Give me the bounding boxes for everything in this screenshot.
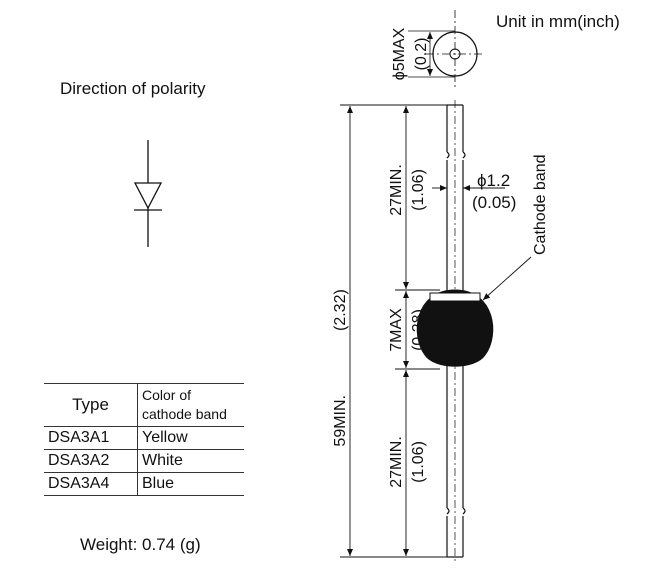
table-row: DSA3A4 Blue xyxy=(44,472,244,496)
table-header-color: Color of cathode band xyxy=(137,383,244,427)
body-length-inch-label: (0.28) xyxy=(410,309,427,351)
type-color-table: Type Color of cathode band DSA3A1 Yellow… xyxy=(44,383,244,496)
total-length-inch-label: (2.32) xyxy=(332,289,349,331)
diode-polarity-symbol xyxy=(133,140,163,247)
unit-note: Unit in mm(inch) xyxy=(496,12,620,31)
table-header-color-line2: cathode band xyxy=(142,406,227,422)
table-row: DSA3A2 White xyxy=(44,449,244,473)
cathode-band-label: Cathode band xyxy=(532,154,549,255)
body-dia-label: ϕ5MAX xyxy=(391,27,408,80)
table-header-type: Type xyxy=(44,383,138,427)
segment-length-dims xyxy=(395,106,440,556)
table-cell-color: White xyxy=(137,449,244,473)
bottom-lead-length-inch-label: (1.06) xyxy=(410,441,427,483)
diode-body xyxy=(416,289,494,367)
end-view xyxy=(408,10,484,88)
table-cell-type: DSA3A2 xyxy=(44,449,138,473)
top-lead-length-label: 27MIN. xyxy=(388,164,405,216)
lead-dia-label: ϕ1.2 xyxy=(477,171,510,190)
weight-note: Weight: 0.74 (g) xyxy=(80,535,201,554)
lead-wires xyxy=(446,100,466,562)
table-cell-type: DSA3A1 xyxy=(44,426,138,450)
table-cell-color: Yellow xyxy=(137,426,244,450)
top-lead-length-inch-label: (1.06) xyxy=(410,169,427,211)
body-dia-inch-label: (0.2) xyxy=(413,38,430,71)
table-cell-color: Blue xyxy=(137,472,244,496)
overall-length-dim xyxy=(340,104,447,558)
polarity-title: Direction of polarity xyxy=(60,79,206,98)
cathode-band xyxy=(429,292,481,302)
table-header-color-line1: Color of xyxy=(142,387,192,403)
total-length-label: 59MIN. xyxy=(332,395,349,447)
bottom-lead-length-label: 27MIN. xyxy=(388,436,405,488)
table-cell-type: DSA3A4 xyxy=(44,472,138,496)
cathode-leader-line xyxy=(482,256,532,301)
table-header-row: Type Color of cathode band xyxy=(44,383,244,427)
lead-dia-inch-label: (0.05) xyxy=(472,193,516,212)
table-row: DSA3A1 Yellow xyxy=(44,426,244,450)
body-length-label: 7MAX xyxy=(388,308,405,352)
